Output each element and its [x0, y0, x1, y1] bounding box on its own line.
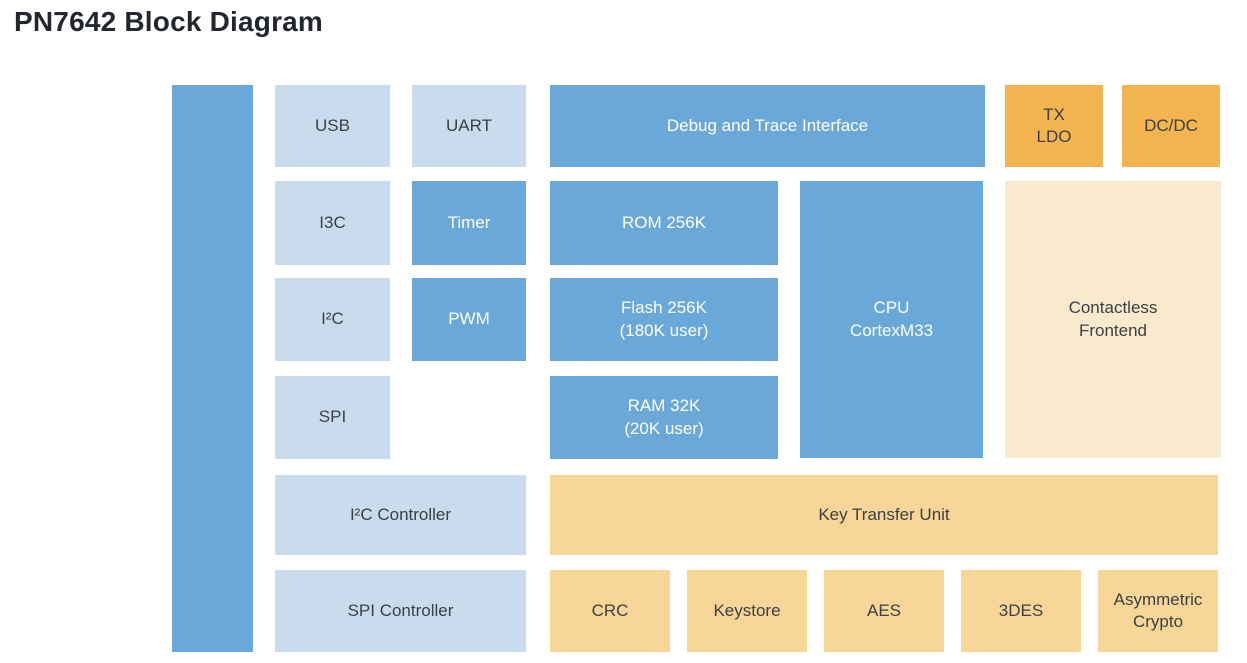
block-label: I²C: [321, 309, 344, 329]
page-title: PN7642 Block Diagram: [14, 6, 324, 37]
block-debug-trace: Debug and Trace Interface: [550, 85, 985, 167]
block-label: TX LDO: [1036, 104, 1072, 146]
block-i3c: I3C: [275, 181, 390, 265]
block-label: Asymmetric Crypto: [1113, 589, 1203, 631]
block-label: Keystore: [713, 600, 781, 620]
block-flash: Flash 256K (180K user): [550, 278, 778, 361]
block-label: UART: [446, 115, 492, 135]
block-label: SPI: [318, 407, 347, 427]
block-3des: 3DES: [961, 570, 1081, 652]
block-label: CRC: [591, 600, 629, 620]
block-label: 3DES: [998, 600, 1044, 620]
block-key-transfer-unit: Key Transfer Unit: [550, 475, 1218, 555]
block-i2c-controller: I²C Controller: [275, 475, 526, 555]
block-label: ROM 256K: [621, 212, 707, 232]
block-ram: RAM 32K (20K user): [550, 376, 778, 459]
block-dc-dc: DC/DC: [1122, 85, 1220, 167]
block-usb: USB: [275, 85, 390, 167]
block-asymmetric-crypto: Asymmetric Crypto: [1098, 570, 1218, 652]
block-label: I3C: [319, 212, 346, 232]
block-cpu: CPU CortexM33: [800, 181, 983, 458]
block-contactless: Contactless Frontend: [1005, 181, 1221, 458]
block-label: CPU CortexM33: [849, 298, 934, 340]
block-keystore: Keystore: [687, 570, 807, 652]
block-i2c: I²C: [275, 278, 390, 361]
block-bus-bar: [172, 85, 253, 652]
block-label: Debug and Trace Interface: [666, 115, 869, 135]
block-timer: Timer: [412, 181, 526, 265]
block-label: Timer: [447, 212, 491, 232]
block-label: DC/DC: [1144, 115, 1198, 135]
block-label: Flash 256K (180K user): [619, 298, 709, 340]
block-spi-controller: SPI Controller: [275, 570, 526, 652]
block-spi: SPI: [275, 376, 390, 459]
block-label: USB: [315, 115, 350, 135]
block-label: SPI Controller: [347, 600, 454, 620]
block-uart: UART: [412, 85, 526, 167]
block-aes: AES: [824, 570, 944, 652]
block-label: I²C Controller: [349, 504, 452, 524]
block-label: PWM: [448, 309, 490, 329]
block-rom: ROM 256K: [550, 181, 778, 265]
block-label: RAM 32K (20K user): [624, 396, 704, 438]
block-pwm: PWM: [412, 278, 526, 361]
block-tx-ldo: TX LDO: [1005, 85, 1103, 167]
block-crc: CRC: [550, 570, 670, 652]
block-label: AES: [866, 600, 902, 620]
block-label: Key Transfer Unit: [818, 504, 950, 524]
block-label: Contactless Frontend: [1068, 298, 1158, 340]
